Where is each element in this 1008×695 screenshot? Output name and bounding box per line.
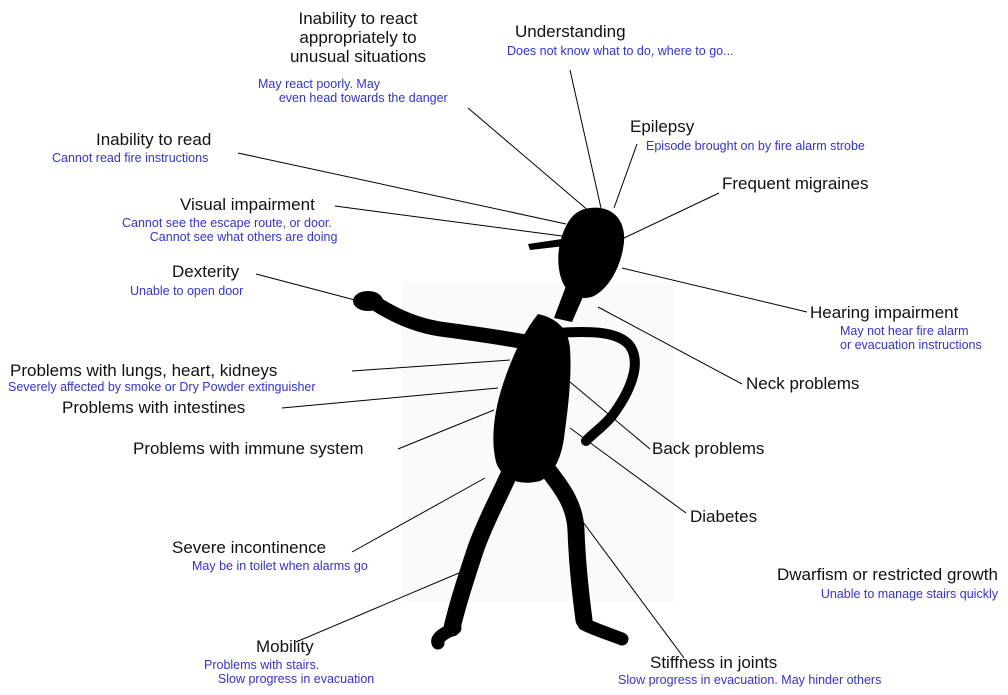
label-immune: Problems with immune system <box>133 439 364 458</box>
label-hearing: Hearing impairment May not hear fire ala… <box>810 303 982 352</box>
label-back-title: Back problems <box>652 439 765 458</box>
label-diabetes: Diabetes <box>690 507 757 526</box>
label-inability-react: Inability to react appropriately to unus… <box>262 9 454 66</box>
label-neck-title: Neck problems <box>746 374 860 393</box>
label-dexterity-desc: Unable to open door <box>130 284 244 299</box>
leader-line-inability-react <box>467 107 591 213</box>
leader-line-dexterity <box>255 273 356 301</box>
label-visual: Visual impairment Cannot see the escape … <box>122 195 337 244</box>
leader-line-lungs <box>351 359 511 372</box>
label-migraines: Frequent migraines <box>722 174 868 193</box>
label-dexterity-title: Dexterity <box>172 262 240 281</box>
label-understanding-desc: Does not know what to do, where to go... <box>507 44 734 59</box>
label-inability-react-title: Inability to react appropriately to unus… <box>289 9 427 67</box>
label-diabetes-title: Diabetes <box>690 507 758 526</box>
leader-line-diabetes <box>569 427 687 514</box>
leader-line-intestines <box>281 387 499 409</box>
label-incontinence-desc: May be in toilet when alarms go <box>192 559 368 574</box>
label-mobility-desc: Problems with stairs. Slow progress in e… <box>204 658 375 687</box>
label-epilepsy-title: Epilepsy <box>630 117 695 136</box>
stick-figure <box>353 207 640 650</box>
leader-line-epilepsy <box>613 143 638 209</box>
label-neck: Neck problems <box>746 374 859 393</box>
label-stiffness: Stiffness in joints Slow progress in eva… <box>618 653 881 687</box>
figure-leg-right <box>539 461 593 629</box>
figure-arm-left <box>370 297 539 351</box>
label-stiffness-title: Stiffness in joints <box>650 653 778 672</box>
leader-line-back <box>569 381 651 450</box>
label-epilepsy-desc: Episode brought on by fire alarm strobe <box>646 139 865 154</box>
label-migraines-title: Frequent migraines <box>722 174 869 193</box>
leader-lines <box>237 69 808 659</box>
leader-line-understanding <box>569 69 602 209</box>
label-visual-title: Visual impairment <box>180 195 315 214</box>
label-inability-react-desc: May react poorly. May even head towards … <box>258 77 448 105</box>
figure-torso <box>493 314 571 483</box>
label-lungs-title: Problems with lungs, heart, kidneys <box>10 361 278 380</box>
label-hearing-title: Hearing impairment <box>810 303 959 322</box>
leader-line-migraines <box>623 192 720 239</box>
label-dwarfism-desc: Unable to manage stairs quickly <box>820 587 998 602</box>
label-mobility: Mobility Problems with stairs. Slow prog… <box>204 637 374 686</box>
label-lungs: Problems with lungs, heart, kidneys Seve… <box>8 361 316 395</box>
figure-neck <box>554 286 586 322</box>
label-understanding-title: Understanding <box>515 22 626 41</box>
label-mobility-title: Mobility <box>256 637 314 656</box>
label-immune-title: Problems with immune system <box>133 439 364 458</box>
label-inability-read-title: Inability to read <box>96 130 212 149</box>
leader-line-stiffness <box>579 517 685 659</box>
label-epilepsy: Epilepsy Episode brought on by fire alar… <box>630 117 865 153</box>
leader-line-inability-read <box>237 152 567 225</box>
label-visual-desc: Cannot see the escape route, or door. Ca… <box>122 216 338 245</box>
leader-line-mobility <box>295 569 467 643</box>
label-lungs-desc: Severely affected by smoke or Dry Powder… <box>8 380 316 395</box>
label-incontinence: Severe incontinence May be in toilet whe… <box>172 538 368 573</box>
label-inability-read: Inability to read Cannot read fire instr… <box>52 130 211 165</box>
figure-foot-left <box>431 621 462 650</box>
leader-line-immune <box>397 409 495 450</box>
label-incontinence-title: Severe incontinence <box>172 538 327 557</box>
label-dwarfism-title: Dwarfism or restricted growth <box>776 565 998 584</box>
label-hearing-desc: May not hear fire alarm or evacuation in… <box>840 324 982 353</box>
leader-line-incontinence <box>351 477 486 553</box>
leader-line-neck <box>597 306 743 385</box>
label-intestines: Problems with intestines <box>62 398 245 417</box>
leader-line-hearing <box>621 267 808 313</box>
label-understanding: Understanding Does not know what to do, … <box>507 22 734 58</box>
figure-leg-left <box>443 463 519 637</box>
label-dexterity: Dexterity Unable to open door <box>130 262 243 298</box>
leader-line-visual <box>334 205 563 237</box>
figure-hat-brim <box>528 239 565 250</box>
figure-arm-right <box>550 326 640 446</box>
label-inability-read-desc: Cannot read fire instructions <box>52 151 209 166</box>
figure-foot-right <box>577 617 629 646</box>
label-stiffness-desc: Slow progress in evacuation. May hinder … <box>618 673 882 688</box>
label-dwarfism: Dwarfism or restricted growth Unable to … <box>733 565 998 601</box>
figure-head <box>558 207 625 298</box>
label-intestines-title: Problems with intestines <box>62 398 246 417</box>
label-back: Back problems <box>652 439 764 458</box>
figure-hand <box>353 291 383 311</box>
